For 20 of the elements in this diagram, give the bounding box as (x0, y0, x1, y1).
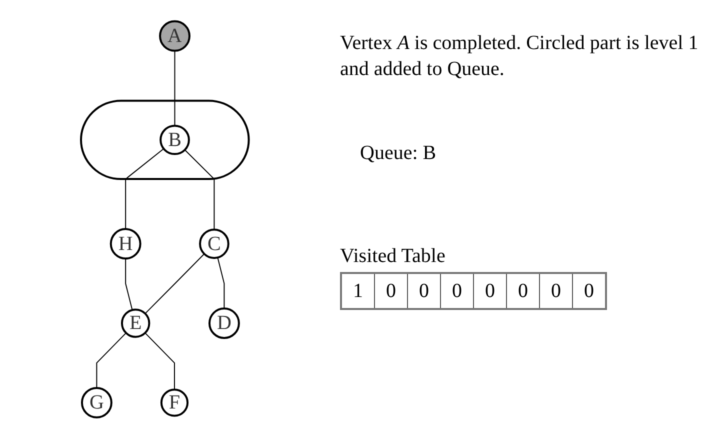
connector (184, 150, 215, 230)
node-circle: A (159, 20, 191, 52)
node-circle: H (110, 228, 142, 260)
connector (125, 148, 164, 230)
table-title: Visited Table (340, 245, 446, 268)
connector (125, 258, 133, 311)
node-circle: D (208, 308, 240, 340)
connector (174, 50, 176, 126)
connector (144, 254, 205, 314)
connector (144, 332, 176, 390)
connector (96, 332, 127, 389)
node-circle: C (199, 228, 230, 260)
node-circle: F (160, 388, 189, 417)
node-circle: B (160, 124, 190, 156)
node-circle: G (81, 387, 113, 419)
note-text: Vertex A is completed. Circled part is level 1 and added to Queue. (340, 31, 700, 82)
cluster (80, 100, 250, 180)
queue-text: Queue: B (360, 142, 438, 165)
node-circle: E (121, 308, 150, 338)
connector (217, 257, 225, 310)
